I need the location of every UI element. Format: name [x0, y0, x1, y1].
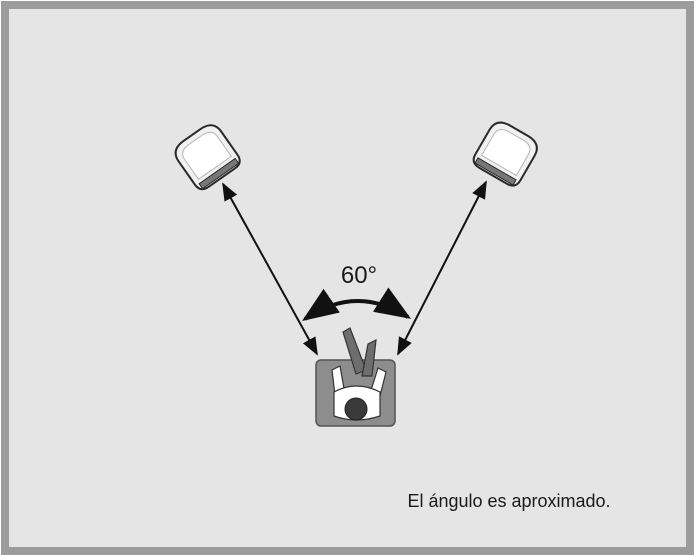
right-distance-arrow: [397, 180, 487, 356]
left-distance-arrow: [222, 182, 318, 356]
angle-label: 60°: [341, 262, 377, 289]
listener-icon: [315, 327, 396, 427]
approximate-angle-note: El ángulo es aproximado.: [407, 491, 610, 511]
right-speaker-icon: [472, 121, 538, 187]
angle-arc-arrow: [302, 287, 412, 322]
left-speaker-icon: [174, 124, 241, 191]
